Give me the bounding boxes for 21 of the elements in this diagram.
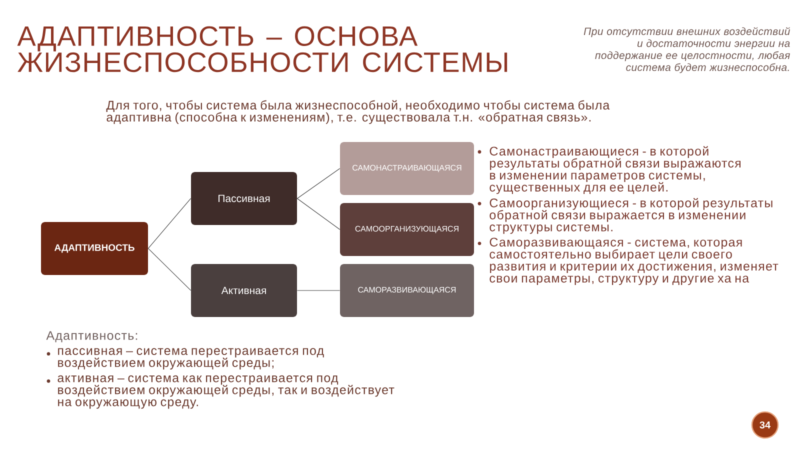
leaf-box: САМООРГАНИЗУЮЩАЯСЯ xyxy=(340,202,474,256)
connector-line xyxy=(296,198,340,230)
bullet-item: пассивная – система перестраивается под воздействием окружающей среды; xyxy=(58,348,324,370)
list-heading: Адаптивность: xyxy=(46,331,138,342)
slide-title: АДАПТИВНОСТЬ – ОСНОВА ЖИЗНЕСПОСОБНОСТИ СИСТЕМЫ xyxy=(17,26,508,72)
bullet-item: Самоорганизующиеся - в которой результаты обратной связи выражается в изменении структуры системы. xyxy=(490,198,772,234)
connector-line xyxy=(296,290,340,291)
connector-line xyxy=(148,198,192,249)
page-number-badge: 34 xyxy=(751,411,779,439)
root-box: АДАПТИВНОСТЬ xyxy=(41,222,148,275)
branch-box: Пассивная xyxy=(191,172,297,225)
bullet-item: Самонастраивающиеся - в которой результаты обратной связи выражаются в изменении параметров системы, существенных для ее целей. xyxy=(490,146,740,194)
bullet-item: Саморазвивающаяся - система, которая самостоятельно выбирает цели своего развития и критерии их достижения, изменяет свои параметры, структуру и другие ха на xyxy=(490,238,778,286)
branch-box: Активная xyxy=(191,264,297,317)
bullet-item: активная – система как перестраивается под воздействием окружающей среды, так и воздействует на окружающую среду. xyxy=(58,375,394,409)
connector-line xyxy=(296,168,340,199)
connector-line xyxy=(148,248,192,291)
leaf-box: САМОНАСТРАИВАЮЩАЯСЯ xyxy=(340,142,474,195)
note-text: При отсутствии внешних воздействий и достаточности энергии на поддержание ее целостности, любая система будет жизнеспособна. xyxy=(584,27,790,74)
leaf-box: САМОРАЗВИВАЮЩАЯСЯ xyxy=(340,264,474,317)
intro-text: Для того, чтобы система была жизнеспособной, необходимо чтобы система была адаптивна (способна к изменениям), т.е. существовала т.н. «обратная связь». xyxy=(106,100,610,124)
